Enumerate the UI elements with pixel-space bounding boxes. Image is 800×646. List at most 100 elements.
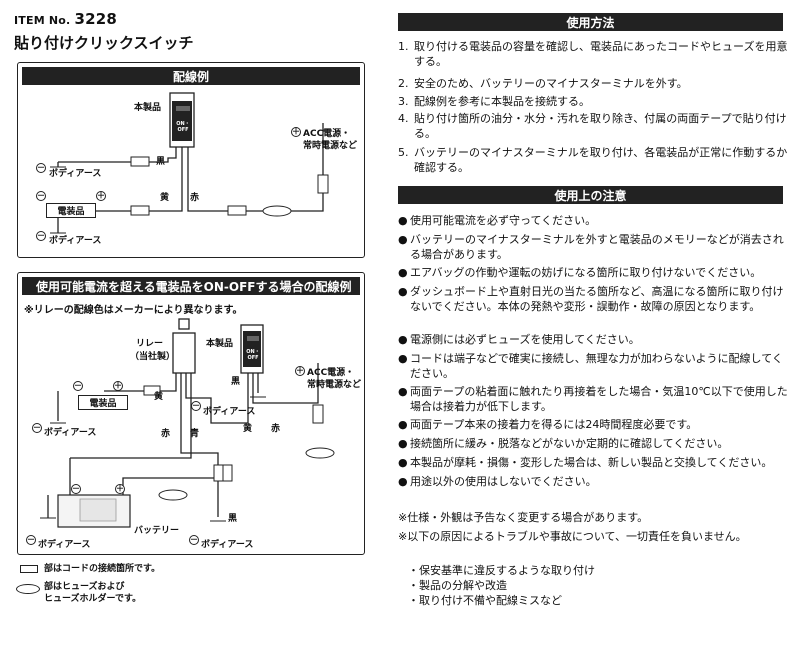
relay-label: リレー <box>136 339 164 349</box>
caution-text: 本製品が摩耗・損傷・変形した場合は、新しい製品と交換してください。 <box>410 456 773 469</box>
caution-text: ダッシュボード上や直射日光の当たる箇所など、高温になる箇所に取り付けないでくださ… <box>410 285 784 313</box>
product-switch-2: ON・OFF <box>243 331 261 367</box>
usage-step-text: 配線例を参考に本製品を接続する。 <box>414 95 590 108</box>
usage-step-number: 2. <box>398 77 409 90</box>
relay-sub-label: （当社製） <box>130 352 176 362</box>
caution-item-11: ● 用途以外の使用はしないでください。 <box>398 474 790 489</box>
wire-label-black-2: 黒 <box>228 514 238 524</box>
liability-note: ※以下の原因によるトラブルや事故について、一切責任を負いません。 <box>398 530 747 543</box>
bullet: ● <box>398 418 408 431</box>
bullet: ● <box>398 437 408 450</box>
product-label: 本製品 <box>134 103 162 113</box>
liability-item-3: ・取り付け不備や配線ミスなど <box>408 594 562 607</box>
wiring-example-title: 配線例 <box>22 67 360 85</box>
caution-item-9: ● 接続箇所に緩み・脱落などがないか定期的に確認してください。 <box>398 436 790 451</box>
usage-step-1: 1. 取り付ける電装品の容量を確認し、電装品にあったコードやヒューズを用意する。 <box>398 39 788 69</box>
caution-text: 用途以外の使用はしないでください。 <box>410 475 597 488</box>
usage-title: 使用方法 <box>398 13 783 31</box>
bullet: ● <box>398 214 408 227</box>
minus-sign: － <box>73 381 83 391</box>
caution-item-2: ● バッテリーのマイナスターミナルを外すと電装品のメモリーなどが消去される場合が… <box>398 232 790 262</box>
caution-item-6: ● コードは端子などで確実に接続し、無理な力が加わらないように配線してください。 <box>398 351 790 381</box>
wiring-example-box: 配線例 ON・OFF 本製品 ＋ <box>17 62 365 258</box>
legend-connector-text: 部はコードの接続箇所です。 <box>44 564 161 574</box>
caution-text: 電源側には必ずヒューズを使用してください。 <box>410 333 640 346</box>
body-ground-label-d: ボディアース <box>201 540 254 550</box>
bullet: ● <box>398 233 408 246</box>
legend-fuse-text-2: ヒューズホルダーです。 <box>44 594 142 604</box>
liability-item-2: ・製品の分解や改造 <box>408 579 507 592</box>
relay-wiring-box: 使用可能電流を超える電装品をON-OFFする場合の配線例 ※リレーの配線色はメー… <box>17 272 365 555</box>
acc-label: ACC電源・ <box>307 368 355 378</box>
caution-text: 使用可能電流を必ず守ってください。 <box>410 214 597 227</box>
caution-item-7: ● 両面テープの粘着面に触れたり再接着をした場合・気温10℃以下で使用した場合は… <box>398 384 790 414</box>
switch-label: ON・OFF <box>176 121 190 133</box>
usage-step-text: 取り付ける電装品の容量を確認し、電装品にあったコードやヒューズを用意する。 <box>414 40 788 68</box>
usage-step-number: 3. <box>398 95 409 108</box>
wire-label-red: 赤 <box>190 193 200 203</box>
acc-label-2: 常時電源など <box>307 380 362 390</box>
item-number: ITEM No. 3228 <box>14 10 117 28</box>
usage-step-text: バッテリーのマイナスターミナルを取り付け、各電装品が正常に作動するか確認する。 <box>414 146 788 174</box>
bullet: ● <box>398 352 408 365</box>
wire-label-blue: 青 <box>190 429 200 439</box>
usage-step-3: 3. 配線例を参考に本製品を接続する。 <box>398 94 788 109</box>
usage-step-text: 安全のため、バッテリーのマイナスターミナルを外す。 <box>414 77 688 90</box>
caution-text: 両面テープ本来の接着力を得るには24時間程度必要です。 <box>410 418 698 431</box>
usage-step-number: 1. <box>398 40 409 53</box>
bullet: ● <box>398 285 408 298</box>
plus-sign: ＋ <box>295 366 305 376</box>
usage-step-number: 5. <box>398 146 409 159</box>
wire-label-black: 黒 <box>231 377 241 387</box>
legend-fuse-text-1: 部はヒューズおよび <box>44 582 125 592</box>
body-ground-label-a: ボディアース <box>44 428 97 438</box>
relay-note: ※リレーの配線色はメーカーにより異なります。 <box>24 305 243 316</box>
wire-label-black: 黒 <box>156 157 166 167</box>
bullet: ● <box>398 266 408 279</box>
caution-item-5: ● 電源側には必ずヒューズを使用してください。 <box>398 332 790 347</box>
relay-wiring-title: 使用可能電流を超える電装品をON-OFFする場合の配線例 <box>22 277 360 295</box>
minus-sign: － <box>26 535 36 545</box>
usage-step-5: 5. バッテリーのマイナスターミナルを取り付け、各電装品が正常に作動するか確認す… <box>398 145 788 175</box>
usage-step-text: 貼り付け箇所の油分・水分・汚れを取り除き、付属の両面テープで貼り付ける。 <box>414 112 787 140</box>
plus-sign: ＋ <box>113 381 123 391</box>
bullet: ● <box>398 475 408 488</box>
plus-sign: ＋ <box>291 127 301 137</box>
caution-text: コードは端子などで確実に接続し、無理な力が加わらないように配線してください。 <box>410 352 783 380</box>
spec-change-note: ※仕様・外観は予告なく変更する場合があります。 <box>398 511 649 524</box>
product-label-2: 本製品 <box>206 339 234 349</box>
legend-connector-icon <box>20 565 38 573</box>
plus-sign: ＋ <box>115 484 125 494</box>
minus-sign: － <box>36 231 46 241</box>
cautions-title: 使用上の注意 <box>398 186 783 204</box>
wire-label-red-2: 赤 <box>271 424 281 434</box>
minus-sign: － <box>71 484 81 494</box>
minus-sign: － <box>36 163 46 173</box>
switch-led <box>176 106 190 111</box>
usage-step-4: 4. 貼り付け箇所の油分・水分・汚れを取り除き、付属の両面テープで貼り付ける。 <box>398 111 788 141</box>
wire-label-yellow: 黄 <box>154 392 164 402</box>
caution-text: 両面テープの粘着面に触れたり再接着をした場合・気温10℃以下で使用した場合は接着… <box>410 385 788 413</box>
wire-label-yellow-2: 黄 <box>243 424 253 434</box>
product-title: 貼り付けクリックスイッチ <box>14 34 194 52</box>
caution-text: 接続箇所に緩み・脱落などがないか定期的に確認してください。 <box>410 437 729 450</box>
product-switch: ON・OFF <box>172 101 192 141</box>
wiring-lines-2 <box>40 318 335 528</box>
usage-step-2: 2. 安全のため、バッテリーのマイナスターミナルを外す。 <box>398 76 788 91</box>
body-ground-label-1: ボディアース <box>49 169 102 179</box>
switch-led <box>247 336 259 341</box>
body-ground-label-2: ボディアース <box>49 236 102 246</box>
acc-label-2: 常時電源など <box>303 141 358 151</box>
caution-text: エアバッグの作動や運転の妨げになる箇所に取り付けないでください。 <box>410 266 762 279</box>
caution-text: バッテリーのマイナスターミナルを外すと電装品のメモリーなどが消去される場合があり… <box>410 233 784 261</box>
device-box: 電装品 <box>46 203 96 218</box>
switch-label: ON・OFF <box>246 349 260 361</box>
wire-label-red: 赤 <box>161 429 171 439</box>
acc-label: ACC電源・ <box>303 129 351 139</box>
liability-item-1: ・保安基準に違反するような取り付け <box>408 564 595 577</box>
plus-sign: ＋ <box>96 191 106 201</box>
item-number-value: 3228 <box>74 10 118 28</box>
minus-sign: － <box>32 423 42 433</box>
body-ground-label-b: ボディアース <box>203 407 256 417</box>
body-ground-label-c: ボディアース <box>38 540 91 550</box>
